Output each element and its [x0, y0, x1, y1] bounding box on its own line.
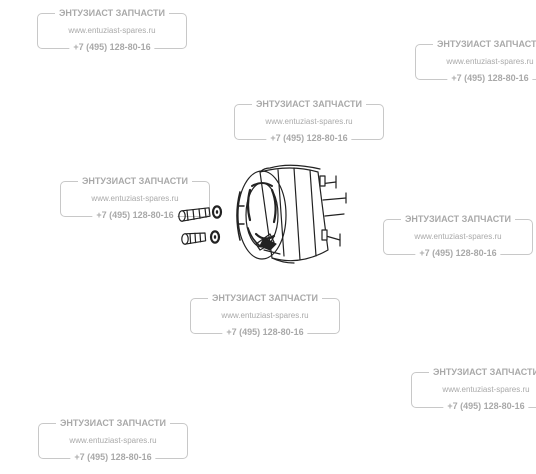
watermark-company: ЭНТУЗИАСТ ЗАПЧАСТИ: [252, 98, 366, 110]
washer-upper: [211, 205, 223, 219]
watermark-company: ЭНТУЗИАСТ ЗАПЧАСТИ: [56, 417, 170, 429]
terminal-pins: [319, 175, 347, 247]
watermark-phone: +7 (495) 128-80-16: [69, 41, 155, 53]
watermark-website: www.entuziast-spares.ru: [265, 117, 353, 126]
watermark-stamp: ЭНТУЗИАСТ ЗАПЧАСТИ www.entuziast-spares.…: [37, 7, 187, 53]
watermark-stamp: ЭНТУЗИАСТ ЗАПЧАСТИ www.entuziast-spares.…: [38, 417, 188, 463]
watermark-phone: +7 (495) 128-80-16: [443, 400, 529, 412]
watermark-company: ЭНТУЗИАСТ ЗАПЧАСТИ: [78, 175, 192, 187]
screw-upper: [178, 207, 211, 222]
watermark-stamp: ЭНТУЗИАСТ ЗАПЧАСТИ www.entuziast-spares.…: [383, 213, 533, 259]
watermark-website: www.entuziast-spares.ru: [91, 194, 179, 203]
watermark-phone: +7 (495) 128-80-16: [447, 72, 533, 84]
stator-assembly-drawing: [178, 164, 347, 264]
watermark-company: ЭНТУЗИАСТ ЗАПЧАСТИ: [208, 292, 322, 304]
watermark-phone: +7 (495) 128-80-16: [266, 132, 352, 144]
watermark-website: www.entuziast-spares.ru: [221, 311, 309, 320]
watermark-website: www.entuziast-spares.ru: [414, 232, 502, 241]
watermark-stamp: ЭНТУЗИАСТ ЗАПЧАСТИ www.entuziast-spares.…: [190, 292, 340, 338]
watermark-phone: +7 (495) 128-80-16: [415, 247, 501, 259]
watermark-website: www.entuziast-spares.ru: [446, 57, 534, 66]
watermark-website: www.entuziast-spares.ru: [442, 385, 530, 394]
watermark-stamp: ЭНТУЗИАСТ ЗАПЧАСТИ www.entuziast-spares.…: [60, 175, 210, 221]
watermark-stamp: ЭНТУЗИАСТ ЗАПЧАСТИ www.entuziast-spares.…: [234, 98, 384, 144]
stator-housing: [236, 164, 329, 264]
watermark-phone: +7 (495) 128-80-16: [92, 209, 178, 221]
watermark-company: ЭНТУЗИАСТ ЗАПЧАСТИ: [401, 213, 515, 225]
watermark-stamp: ЭНТУЗИАСТ ЗАПЧАСТИ www.entuziast-spares.…: [415, 38, 536, 84]
watermark-website: www.entuziast-spares.ru: [68, 26, 156, 35]
watermark-website: www.entuziast-spares.ru: [69, 436, 157, 445]
watermark-company: ЭНТУЗИАСТ ЗАПЧАСТИ: [55, 7, 169, 19]
watermark-company: ЭНТУЗИАСТ ЗАПЧАСТИ: [433, 38, 536, 50]
watermark-stamp: ЭНТУЗИАСТ ЗАПЧАСТИ www.entuziast-spares.…: [411, 366, 536, 412]
screw-lower: [181, 232, 207, 245]
washer-lower: [209, 230, 221, 244]
watermark-company: ЭНТУЗИАСТ ЗАПЧАСТИ: [429, 366, 536, 378]
watermark-phone: +7 (495) 128-80-16: [70, 451, 156, 463]
watermark-phone: +7 (495) 128-80-16: [222, 326, 308, 338]
